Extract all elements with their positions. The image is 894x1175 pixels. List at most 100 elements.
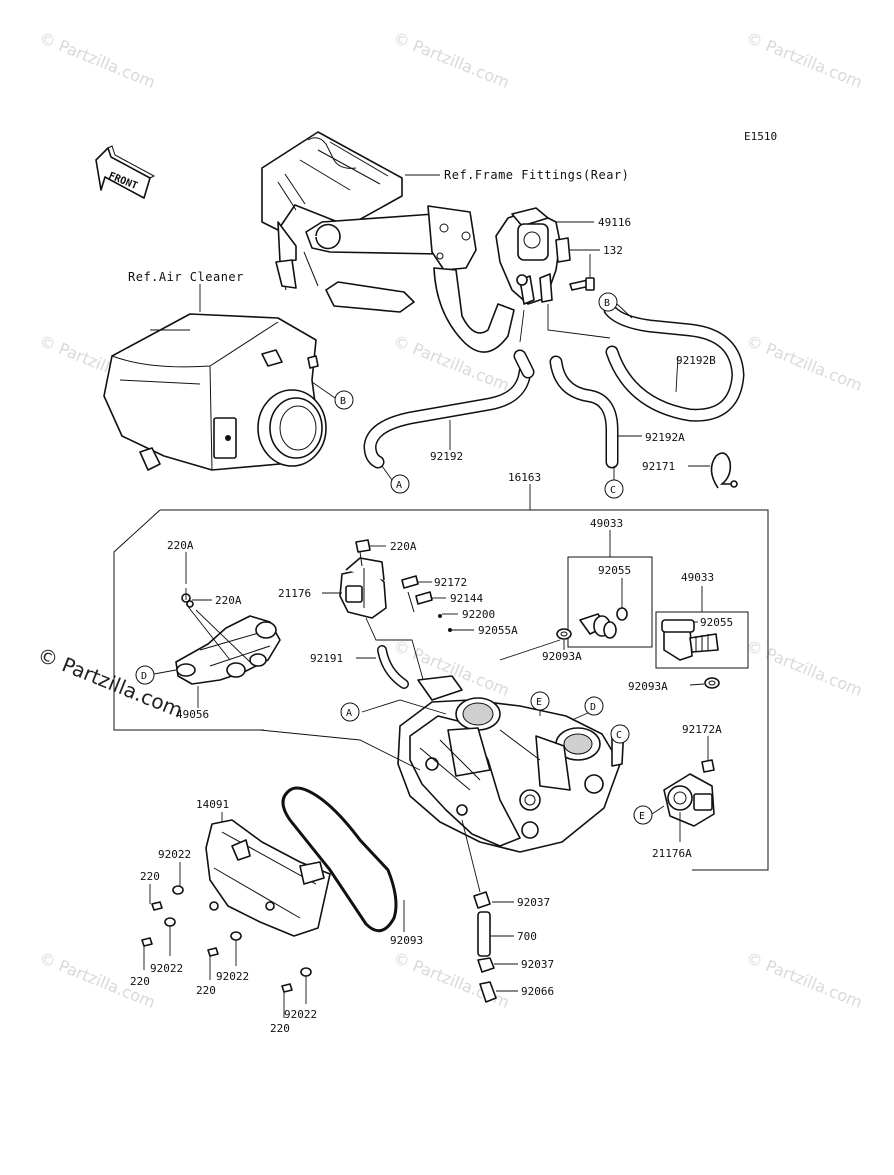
callout-c: C: [610, 485, 616, 496]
callout-b: B: [340, 396, 346, 407]
part-92172A: 92172A: [682, 723, 722, 736]
assembly-bracket: [160, 509, 769, 871]
leader: [651, 805, 665, 815]
part-220A-left: 220A: [215, 594, 242, 607]
part-92093: 92093: [390, 934, 423, 947]
part-92055A: 92055A: [478, 624, 518, 637]
part-21176: 21176: [278, 587, 311, 600]
seal-92093A: [556, 628, 572, 640]
part-16163: 16163: [508, 471, 541, 484]
watermark: © Partzilla.com: [37, 28, 159, 92]
part-92192B: 92192B: [676, 354, 716, 367]
part-92144: 92144: [450, 592, 483, 605]
hose-92192: [363, 349, 535, 469]
part-92192: 92192: [430, 450, 463, 463]
callout-a: A: [396, 480, 402, 491]
leader: [519, 304, 611, 343]
part-49056: 49056: [176, 708, 209, 721]
part-92037-a: 92037: [517, 896, 550, 909]
part-14091: 14091: [196, 798, 229, 811]
leader: [381, 465, 393, 481]
callout-c: C: [616, 730, 622, 741]
part-92037-b: 92037: [521, 958, 554, 971]
part-700: 700: [517, 930, 537, 943]
leader: [361, 699, 447, 715]
watermark: © Partzilla.com: [744, 28, 866, 92]
callout-d: D: [141, 671, 147, 682]
gasket-92093: [281, 786, 398, 933]
injector-92055: [579, 607, 628, 639]
part-92191: 92191: [310, 652, 343, 665]
frame-fittings: [261, 131, 515, 353]
hose-92192A: [549, 355, 619, 469]
part-49033-a: 49033: [590, 517, 623, 530]
part-21176A: 21176A: [652, 847, 692, 860]
leader: [461, 819, 481, 893]
part-92022-a: 92022: [158, 848, 191, 861]
part-92022-b: 92022: [150, 962, 183, 975]
part-92200: 92200: [462, 608, 495, 621]
seal-inner: [560, 631, 568, 637]
air-switching-valve: [495, 207, 571, 305]
callout-a: A: [346, 708, 352, 719]
part-220-b: 220: [130, 975, 150, 988]
callout-e: E: [639, 811, 645, 822]
front-arrow-icon: FRONT: [95, 145, 156, 199]
part-220A-top: 220A: [167, 539, 194, 552]
callouts: B B A C D A E D C E: [135, 292, 653, 825]
part-49116: 49116: [598, 216, 631, 229]
part-92066: 92066: [521, 985, 554, 998]
part-92192A: 92192A: [645, 431, 685, 444]
throttle-body: [397, 675, 625, 853]
seal-92093A: [704, 677, 720, 689]
leader: [185, 588, 251, 663]
leader: [675, 355, 679, 393]
ref-frame-fittings: Ref.Frame Fittings(Rear): [444, 168, 629, 182]
leader: [616, 303, 633, 319]
part-92171: 92171: [642, 460, 675, 473]
sensor-21176A: [663, 759, 715, 827]
part-220-a: 220: [140, 870, 160, 883]
screw-220A: [355, 539, 371, 567]
part-220A-mid: 220A: [390, 540, 417, 553]
part-92055-b: 92055: [700, 616, 733, 629]
hose-92191: [377, 645, 409, 689]
leader: [689, 683, 705, 686]
sensor-21176: [339, 557, 387, 619]
part-92022-c: 92022: [216, 970, 249, 983]
leader: [153, 669, 177, 675]
watermark: © Partzilla.com: [744, 636, 866, 700]
cover-14091: [205, 819, 331, 937]
part-220-c: 220: [196, 984, 216, 997]
watermark: © Partzilla.com: [391, 28, 513, 92]
callout-d: D: [590, 702, 596, 713]
watermark-center: © Partzilla.com: [34, 642, 186, 722]
watermark: © Partzilla.com: [744, 331, 866, 395]
seal-inner: [708, 680, 716, 686]
part-92022-d: 92022: [284, 1008, 317, 1021]
clamp-92171: [710, 452, 738, 489]
small-parts-stack: [401, 575, 452, 632]
air-cleaner: [103, 313, 327, 471]
leader: [259, 729, 421, 771]
part-132: 132: [603, 244, 623, 257]
assembly-bracket: [113, 509, 264, 731]
watermark: © Partzilla.com: [391, 948, 513, 1012]
drain-parts: [473, 891, 497, 1003]
part-92093A-b: 92093A: [628, 680, 668, 693]
part-92055-a: 92055: [598, 564, 631, 577]
leader: [365, 617, 427, 691]
part-92172: 92172: [434, 576, 467, 589]
leader: [311, 381, 336, 399]
hose-92192B: [603, 303, 745, 422]
fasteners: [141, 885, 312, 993]
callout-b: B: [604, 298, 610, 309]
part-220-d: 220: [270, 1022, 290, 1035]
ref-air-cleaner: Ref.Air Cleaner: [128, 270, 244, 284]
fuel-injector: [661, 619, 719, 661]
part-92093A-a: 92093A: [542, 650, 582, 663]
callout-e: E: [536, 697, 542, 708]
leader: [539, 710, 591, 721]
